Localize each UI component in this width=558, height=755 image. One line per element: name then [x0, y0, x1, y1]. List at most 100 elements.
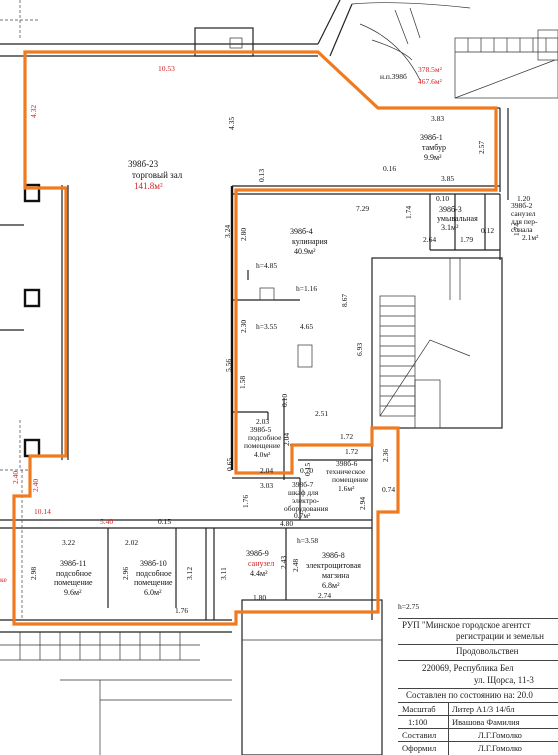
svg-text:0.70: 0.70 — [300, 466, 313, 475]
svg-text:398б-10: 398б-10 — [140, 559, 167, 568]
svg-text:6.8м²: 6.8м² — [322, 581, 340, 590]
svg-text:тамбур: тамбур — [422, 143, 446, 152]
title-block: РУП "Минское городское агентст регистрац… — [398, 618, 558, 755]
svg-text:2.36: 2.36 — [381, 449, 390, 462]
svg-text:2.1м²: 2.1м² — [522, 233, 539, 242]
svg-text:2.04: 2.04 — [282, 433, 291, 446]
svg-text:0.10: 0.10 — [436, 194, 449, 203]
svg-text:подсобное: подсобное — [248, 433, 282, 442]
svg-text:1.80: 1.80 — [253, 593, 266, 602]
scale-value: 1:100 — [408, 717, 428, 727]
svg-text:1.20: 1.20 — [517, 194, 530, 203]
dim-red: 4.32 — [29, 105, 38, 118]
object-name: Продовольствен — [456, 646, 519, 656]
svg-text:1.76: 1.76 — [175, 606, 188, 615]
dim-red: 2.40 — [31, 479, 40, 492]
svg-text:помещение: помещение — [332, 475, 369, 484]
svg-text:398б-1: 398б-1 — [420, 133, 443, 142]
room-name: торговый зал — [132, 170, 183, 180]
svg-text:2.30: 2.30 — [239, 320, 248, 333]
dim-red: ке — [0, 575, 7, 584]
svg-text:0.7м²: 0.7м² — [294, 511, 311, 520]
svg-text:для пер-: для пер- — [511, 217, 538, 226]
svg-text:4.80: 4.80 — [280, 519, 293, 528]
svg-text:4.4м²: 4.4м² — [250, 569, 268, 578]
svg-text:3.12: 3.12 — [185, 567, 194, 580]
org-line-1: РУП "Минское городское агентст — [402, 620, 531, 630]
svg-text:6.93: 6.93 — [355, 343, 364, 356]
svg-text:2.80: 2.80 — [239, 228, 248, 241]
room-area: 141.8м² — [134, 181, 163, 191]
svg-text:2.94: 2.94 — [358, 497, 367, 510]
compiled-label: Составил — [402, 730, 437, 740]
svg-text:378.5м²: 378.5м² — [418, 65, 443, 74]
svg-text:398б-5: 398б-5 — [250, 425, 272, 434]
svg-text:санузел: санузел — [248, 559, 274, 568]
room-id: 398б-23 — [128, 159, 159, 169]
svg-text:0.15: 0.15 — [303, 463, 312, 476]
svg-text:электрощитовая: электрощитовая — [306, 561, 361, 570]
svg-text:0.12: 0.12 — [481, 226, 494, 235]
svg-text:7.29: 7.29 — [356, 204, 369, 213]
svg-text:санузел: санузел — [511, 209, 536, 218]
svg-text:3.03: 3.03 — [260, 481, 273, 490]
svg-text:шкаф для: шкаф для — [288, 488, 319, 497]
svg-text:0.16: 0.16 — [383, 164, 396, 173]
svg-text:9.6м²: 9.6м² — [64, 588, 82, 597]
svg-text:4.65: 4.65 — [300, 322, 313, 331]
svg-text:0.10: 0.10 — [280, 394, 289, 407]
svg-text:h=1.16: h=1.16 — [296, 284, 317, 293]
svg-text:кулинария: кулинария — [292, 237, 328, 246]
svg-text:2.04: 2.04 — [260, 466, 273, 475]
svg-text:398б-8: 398б-8 — [322, 551, 345, 560]
svg-text:1.6м²: 1.6м² — [338, 484, 355, 493]
svg-text:398б-3: 398б-3 — [439, 205, 462, 214]
svg-text:помещение: помещение — [54, 578, 93, 587]
svg-text:9.9м²: 9.9м² — [424, 153, 442, 162]
svg-text:h=3.55: h=3.55 — [256, 322, 277, 331]
address-line-1: 220069, Республика Бел — [422, 663, 514, 673]
svg-text:467.6м²: 467.6м² — [418, 77, 443, 86]
svg-text:магзина: магзина — [322, 571, 350, 580]
svg-text:2.98: 2.98 — [29, 567, 38, 580]
compiled-name: Л.Г.Гомолко — [478, 730, 522, 740]
svg-text:2.51: 2.51 — [315, 409, 328, 418]
svg-text:умывальная: умывальная — [437, 214, 478, 223]
svg-text:2.64: 2.64 — [423, 235, 436, 244]
svg-text:оборудования: оборудования — [284, 504, 329, 513]
drafted-label: Оформил — [402, 743, 437, 753]
dimension-labels: 10.53 4.32 2.40 2.40 10.14 5.40 ке 4.35 … — [0, 64, 530, 615]
dim-red: 10.53 — [158, 64, 175, 73]
svg-text:2.74: 2.74 — [318, 591, 331, 600]
svg-text:2.96: 2.96 — [121, 567, 130, 580]
svg-text:40.9м²: 40.9м² — [294, 247, 316, 256]
dim-red: 5.40 — [100, 517, 113, 526]
highlighted-premises-outline — [12, 50, 498, 626]
svg-text:3.24: 3.24 — [223, 225, 232, 238]
executor-name: Ивашова Фамилия — [452, 717, 520, 727]
svg-text:подсобное: подсобное — [136, 569, 172, 578]
svg-text:0.15: 0.15 — [158, 517, 171, 526]
svg-text:h=4.85: h=4.85 — [256, 261, 277, 270]
svg-text:3.83: 3.83 — [431, 114, 444, 123]
svg-text:5.56: 5.56 — [224, 359, 233, 372]
svg-text:398б-7: 398б-7 — [292, 480, 314, 489]
svg-text:398б-9: 398б-9 — [246, 549, 269, 558]
svg-text:h=3.58: h=3.58 — [297, 536, 318, 545]
svg-text:4.35: 4.35 — [227, 117, 236, 130]
svg-text:1.76: 1.76 — [241, 495, 250, 508]
address-line-2: ул. Щорса, 11-3 — [474, 675, 534, 685]
svg-text:h=2.75: h=2.75 — [398, 602, 419, 611]
dim-red: 2.40 — [11, 471, 20, 484]
room-labels: 378.5м² 467.6м² н.п.398б 398б-23 торговы… — [54, 65, 539, 597]
svg-text:электро-: электро- — [292, 496, 320, 505]
scale-label: Масштаб — [402, 704, 436, 714]
svg-text:помещение: помещение — [244, 441, 281, 450]
svg-text:3.1м²: 3.1м² — [441, 223, 459, 232]
svg-text:0.65: 0.65 — [225, 458, 234, 471]
svg-text:2.43: 2.43 — [279, 556, 288, 569]
drafted-name: Л.Г.Гомолко — [478, 743, 522, 753]
svg-text:н.п.398б: н.п.398б — [380, 72, 407, 81]
svg-text:0.74: 0.74 — [382, 485, 395, 494]
